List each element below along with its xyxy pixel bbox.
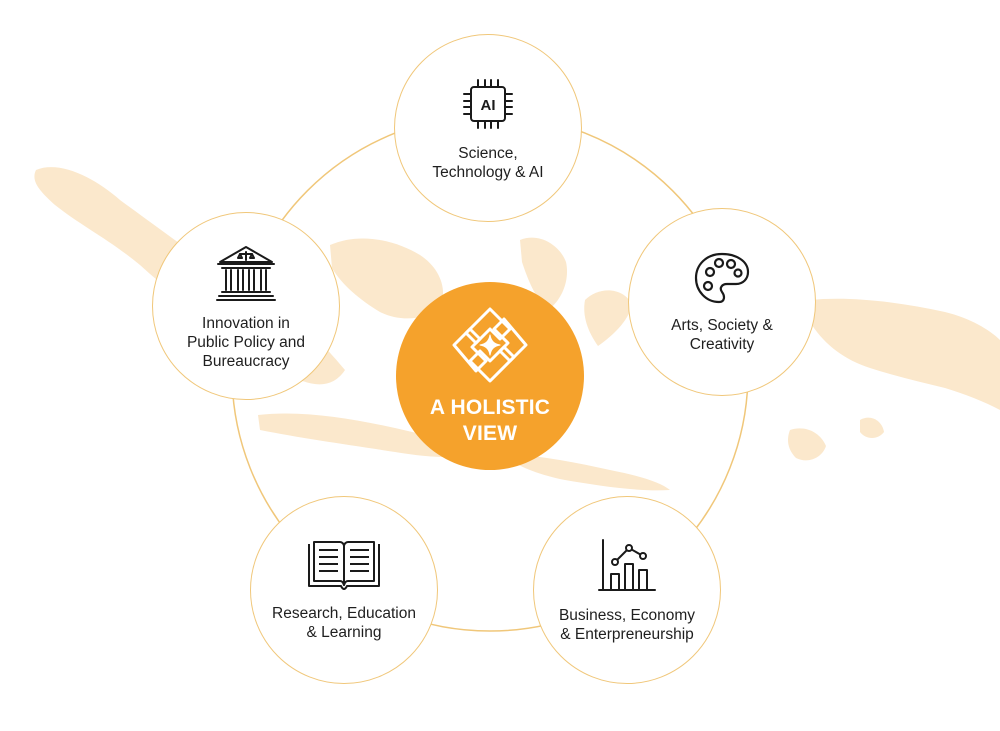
book-icon (308, 541, 380, 590)
node-public-policy: Innovation in Public Policy and Bureaucr… (152, 212, 340, 400)
node-science-technology-ai: AI Science, Technology & AI (394, 34, 582, 222)
palette-icon (694, 252, 750, 304)
node-label: Research, Education & Learning (272, 605, 416, 641)
holistic-diamond-icon (452, 307, 528, 383)
node-research-education: Research, Education & Learning (250, 496, 438, 684)
ai-chip-text: AI (481, 97, 496, 114)
node-business-economy: Business, Economy & Enterpreneurship (533, 496, 721, 684)
node-label: Arts, Society & Creativity (671, 317, 773, 353)
government-building-icon (216, 245, 276, 301)
node-label: Business, Economy & Enterpreneurship (558, 607, 696, 643)
node-label: Science, Technology & AI (432, 145, 544, 181)
bar-chart-icon (598, 539, 656, 591)
center-holistic-view: A HOLISTIC VIEW (396, 282, 584, 470)
ai-chip-icon: AI (463, 79, 513, 129)
node-arts-society-creativity: Arts, Society & Creativity (628, 208, 816, 396)
node-label: Innovation in Public Policy and Bureaucr… (186, 314, 306, 370)
center-title: A HOLISTIC VIEW (429, 396, 551, 445)
